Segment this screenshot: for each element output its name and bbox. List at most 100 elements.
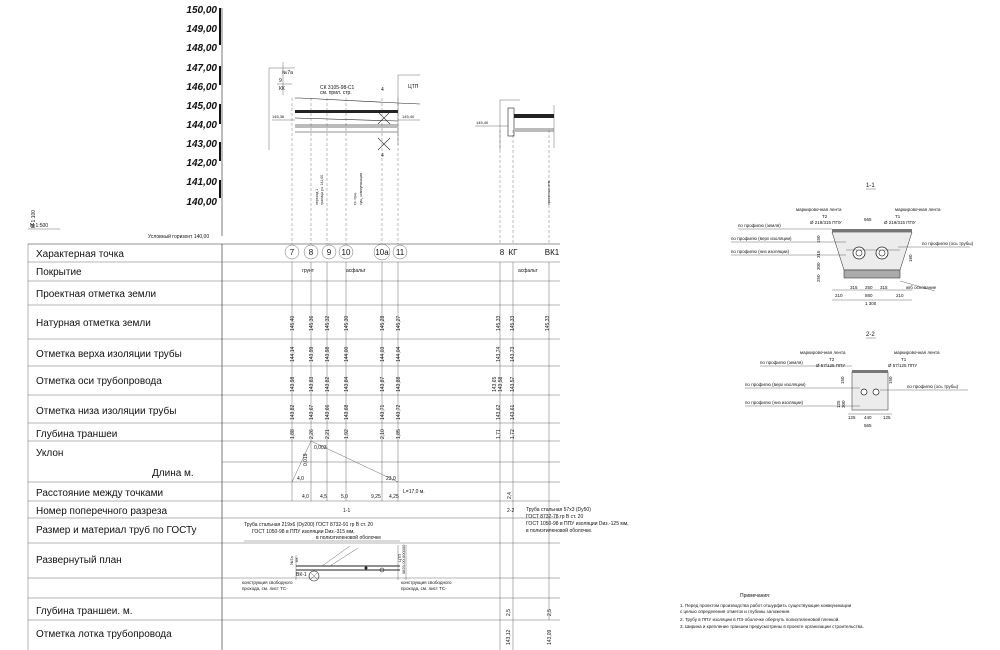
pipe-top	[295, 110, 398, 113]
point-label: 10	[342, 248, 351, 257]
axis-elevations: 143,98 143,83 143,82 143,84 143,87 143,8…	[290, 376, 516, 392]
top-ins-value: 144,14	[290, 346, 296, 362]
pipe-spec-line: в полиэтиленовой оболочке	[316, 534, 381, 541]
section-label: по профилю (земля)	[760, 360, 803, 365]
section-dim: 315	[850, 285, 858, 290]
horizon-label: Условный горизонт 140,00	[148, 233, 209, 240]
plan-label: ВК-1	[296, 572, 307, 578]
natural-value: 145,33	[496, 315, 502, 331]
row-label: Уклон	[36, 448, 63, 459]
plan-label: КК	[294, 557, 299, 562]
section-label: маркировочная лента	[796, 207, 842, 212]
point-label: КГ	[509, 248, 519, 257]
section-dim: 250	[816, 274, 821, 282]
point-label: 10а	[375, 248, 389, 257]
section-label: маркировочная лента	[800, 350, 846, 355]
depth-value: 2,26	[309, 429, 315, 439]
natural-value: 145,27	[396, 315, 402, 331]
bottom-depth: 2,5	[506, 609, 512, 616]
section-label: по профилю (низ изоляции)	[731, 249, 790, 254]
row-label: Покрытие	[36, 267, 82, 278]
depth-value: 1,85	[396, 429, 402, 439]
vertical-scale: 150,00 149,00 148,00 147,00 146,00 145,0…	[28, 5, 223, 240]
bottom-ins-value: 143,82	[290, 404, 296, 420]
ref-9: 9	[279, 78, 282, 84]
axis-value: 143,83	[309, 376, 315, 392]
vertical-annotation: сущ. коммуникации	[359, 173, 363, 205]
distance-value: 4,25	[389, 494, 399, 500]
axis-value: 143,57	[510, 376, 516, 392]
bottom-ins-value: 143,66	[325, 404, 331, 420]
notes: Примечания: 1. Перед проектом производст…	[680, 593, 864, 629]
section-label: по профилю (низ изоляции)	[745, 400, 804, 405]
section-dim: 315	[880, 285, 888, 290]
bottom-ins-value: 143,72	[396, 404, 402, 420]
row-label: Расстояние между точками	[36, 488, 163, 499]
bottom-lotok: 143,09	[547, 629, 553, 645]
scale-tick: 148,00	[186, 43, 217, 54]
section-dim: 250	[865, 285, 873, 290]
row-label: Размер и материал труб по ГОСТу	[36, 524, 197, 536]
bottom-insulation: 143,82 143,67 143,66 143,68 143,71 143,7…	[290, 404, 516, 420]
section-dim: 125	[883, 415, 891, 420]
section-number: 1-1	[343, 508, 350, 514]
depth-value: 1,71	[496, 429, 502, 439]
row-label: Отметка оси трубопровода	[36, 375, 162, 387]
section-2-2: 2-2 маркировочная лента маркировочная ле…	[745, 332, 968, 428]
vertical-annotation: проектные отм.	[547, 180, 551, 205]
section-dim: 150	[840, 376, 845, 384]
scale-tick: 141,00	[186, 177, 217, 188]
bottom-ins-value: 143,71	[380, 404, 386, 420]
section-dim: 440	[864, 415, 872, 420]
elev-right: 145,40	[402, 114, 415, 119]
natural-value: 145,33	[545, 315, 551, 331]
axis-value: 143,98	[290, 376, 296, 392]
plan-note: прохода, см. лист ТС-	[401, 586, 447, 591]
natural-value: 145,36	[309, 315, 315, 331]
section-dim: 160	[908, 254, 913, 262]
slope-row: 0,019 0,003 4,0 23,0	[291, 440, 399, 483]
mark-4: 4	[381, 87, 384, 93]
top-insulation: 144,14 143,99 143,98 144,00 144,03 144,0…	[290, 346, 516, 362]
point-label: 8	[309, 248, 314, 257]
vertical-scale-label: М 1:100	[31, 210, 37, 228]
top-ins-value: 144,04	[396, 346, 402, 362]
point-label: 7	[290, 248, 295, 257]
scale-tick: 144,00	[186, 120, 217, 131]
section-label: Т1	[895, 214, 901, 219]
axis-value: 143,82	[325, 376, 331, 392]
section-label: ж/б основание	[906, 285, 937, 290]
section-dim: 300	[841, 400, 846, 408]
row-labels: Характерная точка Покрытие Проектная отм…	[36, 249, 197, 640]
depth-value: 1,88	[290, 429, 296, 439]
note-line: с целью определения отметок и глубины за…	[680, 609, 790, 614]
section-label: Т2	[822, 214, 828, 219]
row-label: Отметка верха изоляции трубы	[36, 348, 182, 360]
pipe-spec: Труба стальная 219х6 (Dy200) ГОСТ 8732-9…	[244, 507, 629, 542]
section-dim: 300	[816, 262, 821, 270]
depth-value: 2,21	[325, 429, 331, 439]
natural-value: 145,28	[380, 315, 386, 331]
note-line: 2. Трубу в ППУ изоляции в ПЭ оболочке об…	[680, 616, 840, 622]
pipe-spec-line: Труба стальная 219х6 (Dy200) ГОСТ 8732-9…	[244, 522, 373, 528]
profile-table-grid	[27, 243, 560, 650]
elev-right-2: 145,40	[476, 120, 489, 125]
section-dim: 880	[865, 293, 873, 298]
plan-label: №7а	[289, 555, 294, 565]
pipe-spec-line: ГОСТ 1050-98 в ППУ изоляции Dиз.-125 мм,	[526, 521, 629, 527]
section-label: Ø 57/125 ППУ	[888, 363, 917, 368]
scale-tick: 150,00	[186, 5, 217, 16]
point-label: 11	[396, 248, 405, 257]
section-dim: 150	[888, 376, 893, 384]
top-ins-value: 143,99	[309, 346, 315, 362]
section-label: по профилю (верх изоляции)	[745, 382, 806, 387]
section-label: маркировочная лента	[894, 350, 940, 355]
section-title: 1-1	[866, 183, 875, 189]
pipe-spec-line: ГОСТ 8732-78 гр В ст. 20	[526, 514, 583, 520]
section-dim: 565	[864, 423, 872, 428]
bottom-values: 2,5 2,5 143,12 143,09	[506, 609, 553, 645]
axis-value: 143,88	[396, 376, 402, 392]
slope-length: 4,0	[297, 476, 304, 482]
plan-label: ЦТП	[397, 554, 402, 562]
